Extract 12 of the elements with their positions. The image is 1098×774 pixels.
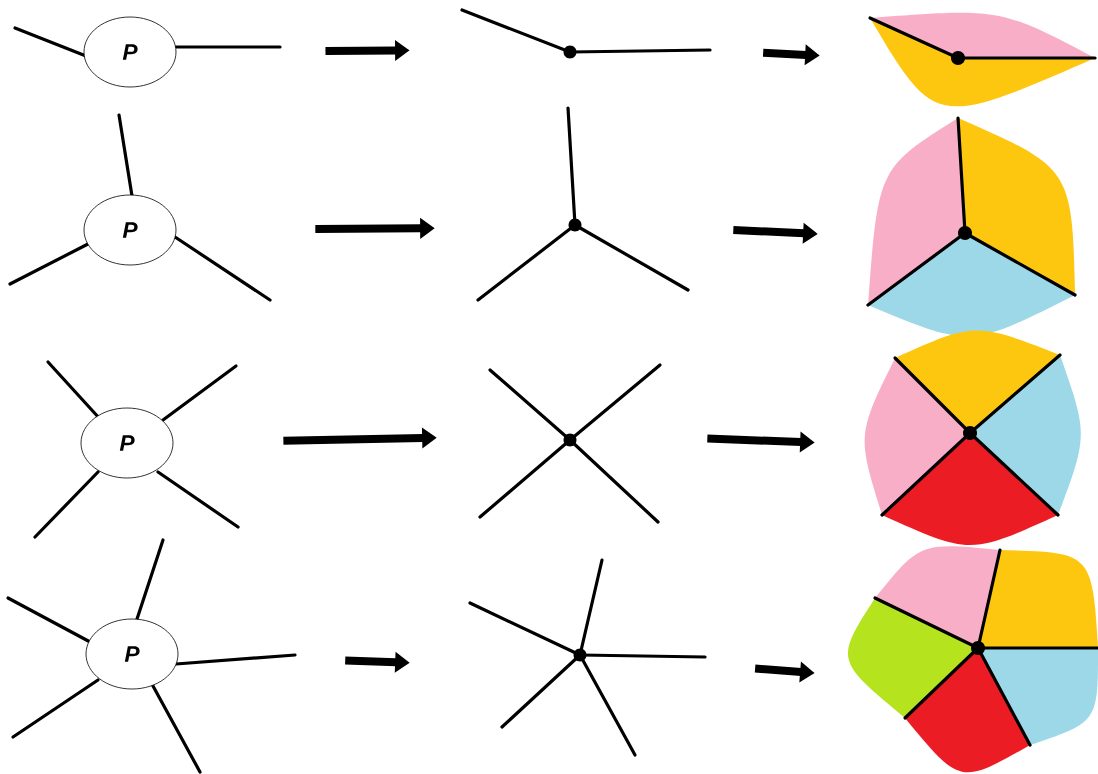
ellipse-node: P bbox=[80, 407, 174, 479]
star-graph-drawing bbox=[460, 8, 712, 59]
star-graph-drawing bbox=[476, 106, 690, 302]
star-graph-drawing bbox=[478, 363, 662, 524]
ellipse-node: P bbox=[83, 16, 177, 88]
colored-map-drawing bbox=[864, 330, 1081, 545]
ellipse-node: P bbox=[85, 618, 179, 690]
colored-map-drawing bbox=[868, 12, 1097, 107]
colored-map-drawing bbox=[866, 116, 1077, 336]
ellipse-node: P bbox=[83, 194, 177, 266]
colored-map-drawing bbox=[848, 546, 1098, 773]
star-graph-drawing bbox=[468, 558, 707, 757]
